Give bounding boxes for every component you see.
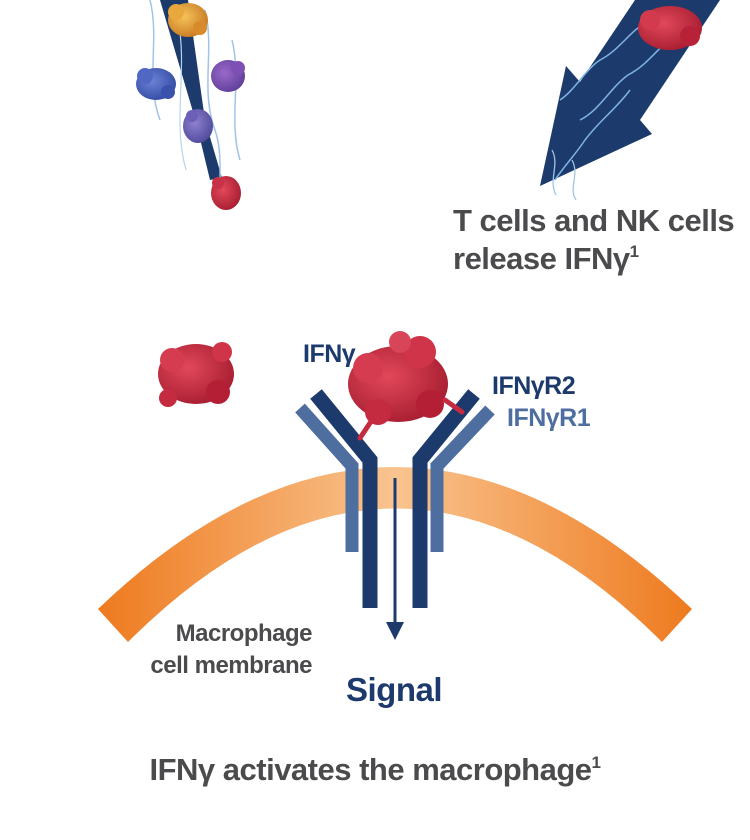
release-label: T cells and NK cells release IFNγ1 xyxy=(453,202,735,278)
protein-violet xyxy=(183,109,213,143)
signal-label: Signal xyxy=(346,671,443,708)
ifngr1-receptor xyxy=(295,403,495,552)
protein-ifng-free xyxy=(158,342,234,407)
ifngr1-label: IFNγR1 xyxy=(507,404,591,432)
protein-gold xyxy=(168,3,208,37)
ifng-label: IFNγ xyxy=(303,340,356,368)
protein-purple xyxy=(211,60,245,92)
protein-red-top-right xyxy=(638,6,702,50)
release-line1: T cells and NK cells xyxy=(453,203,735,238)
protein-ifng-bound xyxy=(348,331,465,441)
caption: IFNγ activates the macrophage1 xyxy=(0,752,750,788)
signal-arrow xyxy=(386,478,404,640)
macrophage-membrane xyxy=(98,467,692,642)
membrane-label: Macrophage cell membrane xyxy=(140,618,312,682)
protein-red-small xyxy=(211,176,241,210)
membrane-line1: Macrophage xyxy=(175,620,313,647)
release-line2: release IFNγ xyxy=(453,241,630,276)
release-footnote: 1 xyxy=(629,242,639,261)
caption-text: IFNγ activates the macrophage xyxy=(149,752,592,787)
ifngr2-receptor xyxy=(310,389,480,608)
ifngr2-label: IFNγR2 xyxy=(492,372,576,400)
protein-blue xyxy=(136,68,176,100)
membrane-line2: cell membrane xyxy=(150,652,312,679)
caption-footnote: 1 xyxy=(591,753,601,772)
